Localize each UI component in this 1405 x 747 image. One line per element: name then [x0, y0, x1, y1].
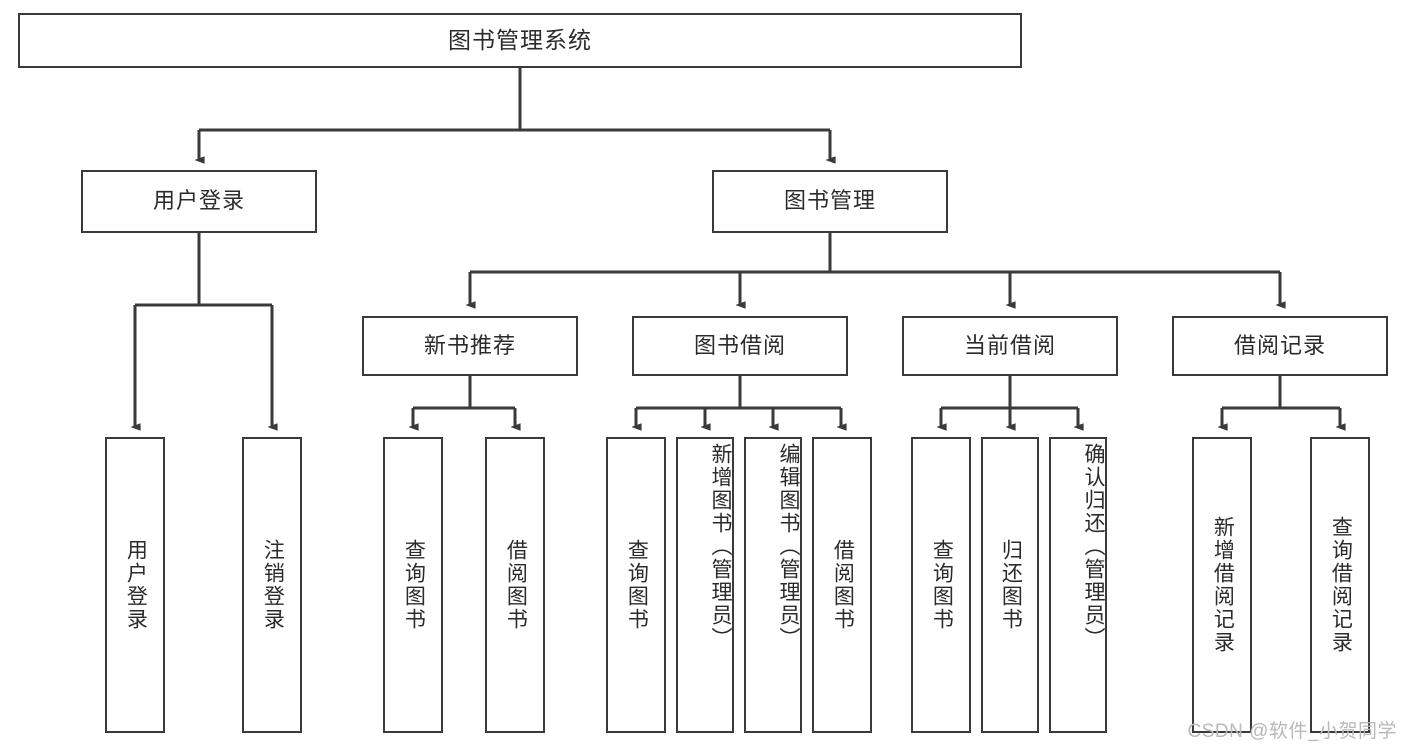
leaf-current-query-book[interactable]: 查询图书 — [911, 437, 971, 733]
leaf-user-login[interactable]: 用户登录 — [105, 437, 165, 733]
leaf-borrow-query-book[interactable]: 查询图书 — [606, 437, 666, 733]
leaf-borrow-edit-book-admin[interactable]: 编辑图书（管理员） — [744, 437, 802, 733]
node-book-borrow[interactable]: 图书借阅 — [632, 316, 848, 376]
node-label: 借阅图书 — [504, 539, 528, 631]
node-label: 图书管理 — [783, 188, 876, 214]
node-label: 编辑图书（管理员） — [777, 443, 800, 650]
node-label: 归还图书 — [999, 539, 1023, 631]
node-label: 用户登录 — [152, 188, 245, 214]
leaf-borrow-lend-book[interactable]: 借阅图书 — [812, 437, 872, 733]
leaf-user-logout[interactable]: 注销登录 — [242, 437, 302, 733]
node-label: 图书管理系统 — [448, 26, 592, 53]
node-root-book-management-system[interactable]: 图书管理系统 — [18, 13, 1022, 68]
node-label: 借阅图书 — [831, 539, 855, 631]
leaf-record-add-borrow-record[interactable]: 新增借阅记录 — [1192, 437, 1252, 733]
node-label: 借阅记录 — [1233, 332, 1326, 358]
leaf-recommendation-query-book[interactable]: 查询图书 — [383, 437, 443, 733]
node-user-login[interactable]: 用户登录 — [81, 170, 317, 233]
csdn-watermark: CSDN @软件_小贺同学 — [1187, 721, 1397, 742]
node-label: 查询图书 — [402, 539, 426, 631]
leaf-borrow-add-book-admin[interactable]: 新增图书（管理员） — [676, 437, 734, 733]
node-label: 查询图书 — [625, 539, 649, 631]
node-label: 确认归还（管理员） — [1082, 443, 1105, 650]
node-current-borrow[interactable]: 当前借阅 — [902, 316, 1118, 376]
node-label: 当前借阅 — [963, 332, 1056, 358]
leaf-current-confirm-return-admin[interactable]: 确认归还（管理员） — [1049, 437, 1107, 733]
node-label: 查询图书 — [930, 539, 954, 631]
node-label: 用户登录 — [124, 539, 148, 631]
leaf-current-return-book[interactable]: 归还图书 — [981, 437, 1039, 733]
leaf-recommendation-borrow-book[interactable]: 借阅图书 — [485, 437, 545, 733]
node-label: 新增图书（管理员） — [709, 443, 732, 650]
node-label: 新书推荐 — [423, 332, 516, 358]
node-label: 图书借阅 — [693, 332, 786, 358]
leaf-record-query-borrow-record[interactable]: 查询借阅记录 — [1310, 437, 1370, 733]
node-new-book-recommendation[interactable]: 新书推荐 — [362, 316, 578, 376]
node-label: 查询借阅记录 — [1329, 516, 1353, 654]
node-label: 注销登录 — [261, 539, 285, 631]
node-book-manage[interactable]: 图书管理 — [712, 170, 948, 233]
node-label: 新增借阅记录 — [1211, 516, 1235, 654]
node-borrow-record[interactable]: 借阅记录 — [1172, 316, 1388, 376]
